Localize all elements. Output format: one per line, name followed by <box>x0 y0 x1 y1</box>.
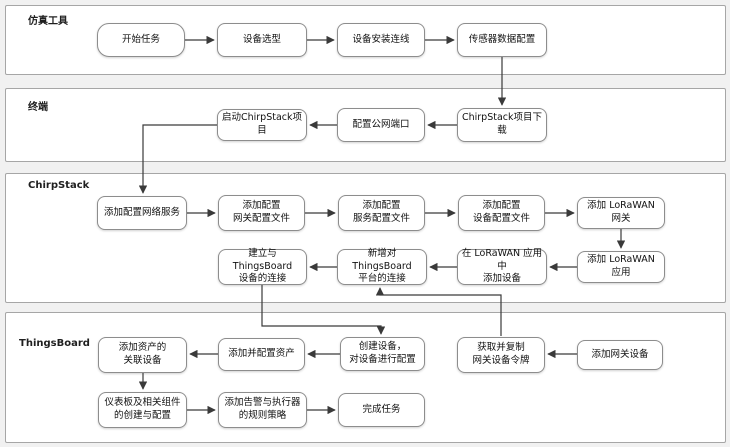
lane-label-simulation-tool: 仿真工具 <box>28 16 68 27</box>
node-add-lorawan-app: 添加 LoRaWAN 应用 <box>577 251 665 283</box>
node-create-device-configure: 创建设备， 对设备进行配置 <box>340 337 425 371</box>
lane-label-terminal: 终端 <box>28 102 48 113</box>
node-network-service-config: 添加配置网络服务 <box>97 196 187 230</box>
node-device-install-wiring: 设备安装连线 <box>337 23 425 57</box>
node-gateway-profile-config: 添加配置 网关配置文件 <box>218 195 305 231</box>
node-dashboard-create-config: 仪表板及相关组件 的创建与配置 <box>98 392 187 428</box>
node-add-gateway-device: 添加网关设备 <box>577 340 663 370</box>
node-chirpstack-download: ChirpStack项目下载 <box>457 108 547 142</box>
node-start-task: 开始任务 <box>97 23 185 57</box>
lane-label-chirpstack: ChirpStack <box>28 180 90 191</box>
node-connect-thingsboard-device: 建立与ThingsBoard 设备的连接 <box>218 248 307 285</box>
lane-label-thingsboard: ThingsBoard <box>19 338 90 349</box>
node-add-thingsboard-connection: 新增对ThingsBoard 平台的连接 <box>337 248 427 285</box>
node-public-port-config: 配置公网端口 <box>337 108 425 142</box>
node-finish-task: 完成任务 <box>338 393 425 427</box>
node-add-device-in-lorawan-app: 在 LoRaWAN 应用中 添加设备 <box>457 248 547 285</box>
node-service-profile-config: 添加配置 服务配置文件 <box>338 195 425 231</box>
node-chirpstack-launch: 启动ChirpStack项目 <box>217 109 307 141</box>
node-device-profile-config: 添加配置 设备配置文件 <box>458 195 545 231</box>
node-add-configure-asset: 添加并配置资产 <box>218 338 305 371</box>
node-add-lorawan-gateway: 添加 LoRaWAN 网关 <box>577 197 665 229</box>
node-asset-related-devices: 添加资产的 关联设备 <box>98 337 187 373</box>
node-copy-gateway-token: 获取并复制 网关设备令牌 <box>457 337 545 373</box>
node-alarm-actuator-rules: 添加告警与执行器 的规则策略 <box>218 392 307 428</box>
node-sensor-data-config: 传感器数据配置 <box>457 23 547 57</box>
node-device-selection: 设备选型 <box>217 23 307 57</box>
